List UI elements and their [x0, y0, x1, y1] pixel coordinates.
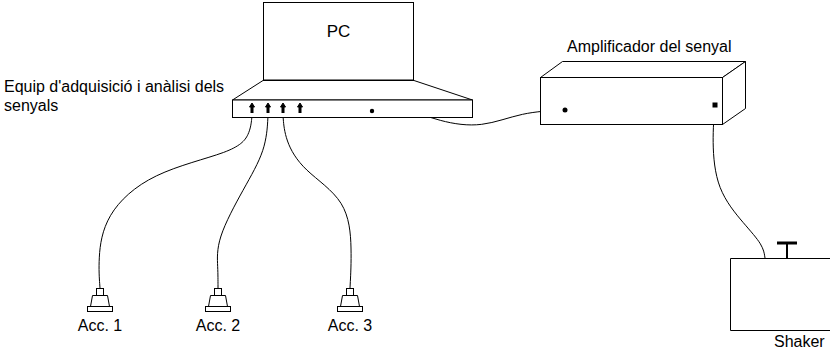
accelerometer-stem	[347, 289, 354, 296]
signal-cable	[217, 116, 268, 288]
input-connector-body	[282, 107, 285, 113]
signal-cable	[99, 116, 252, 288]
monitor-screen	[264, 3, 414, 81]
accelerometer-stem	[97, 289, 104, 296]
signal-amplifier: Amplificador del senyal	[540, 61, 746, 125]
node-label: Acc. 3	[315, 316, 385, 335]
accelerometer-base	[338, 307, 363, 312]
accelerometer-base	[88, 307, 113, 312]
amplifier-top	[541, 62, 746, 78]
shaker-head	[777, 242, 797, 245]
output-connector	[370, 109, 374, 113]
front-panel	[233, 100, 473, 118]
accelerometer-body	[341, 296, 360, 307]
node-label: Acc. 1	[65, 316, 135, 335]
node-label: Amplificador del senyal	[567, 37, 732, 56]
accelerometer: Acc. 2	[183, 288, 253, 338]
amplifier-output	[713, 103, 718, 108]
node-label: Acc. 2	[183, 316, 253, 335]
acquisition-unit: Equip d'adquisició i anàlisi dels senyal…	[232, 80, 473, 118]
input-connector-body	[267, 107, 270, 113]
input-connector	[250, 103, 255, 107]
input-connector-body	[251, 107, 254, 113]
computer-monitor: PC	[263, 2, 414, 80]
shaker: Shaker	[730, 240, 830, 354]
amplifier-input	[563, 108, 568, 113]
accelerometer: Acc. 1	[65, 288, 135, 338]
accelerometer-body	[209, 296, 228, 307]
node-outline	[540, 61, 746, 125]
node-label: PC	[263, 22, 414, 42]
accelerometer: Acc. 3	[315, 288, 385, 338]
input-connector	[281, 103, 286, 107]
accelerometer-body	[91, 296, 110, 307]
accelerometer-stem	[215, 289, 222, 296]
base-top	[233, 81, 473, 101]
shaker-rod	[786, 243, 788, 258]
signal-cable	[283, 116, 351, 288]
node-label: Equip d'adquisició i anàlisi dels senyal…	[4, 77, 228, 115]
input-connector-body	[299, 107, 302, 113]
input-connector	[298, 103, 303, 107]
node-outline	[232, 80, 473, 118]
input-connector	[266, 103, 271, 107]
amplifier-side	[723, 62, 746, 125]
amplifier-front	[541, 78, 723, 125]
accelerometer-base	[206, 307, 231, 312]
node-label: Shaker	[774, 332, 825, 351]
signal-cable	[713, 105, 765, 258]
shaker-body	[731, 259, 830, 331]
